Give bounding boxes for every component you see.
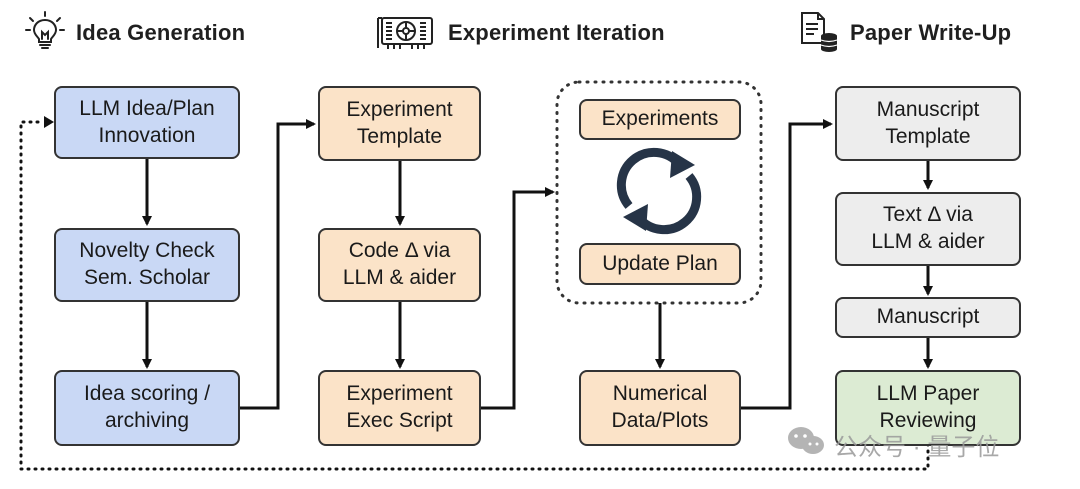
node-text-delta: Text Δ via LLM & aider (835, 192, 1021, 266)
node-manuscript-template: Manuscript Template (835, 86, 1021, 161)
node-experiment-template: Experiment Template (318, 86, 481, 161)
node-llm-paper-reviewing: LLM Paper Reviewing (835, 370, 1021, 446)
header-title-experiment: Experiment Iteration (448, 20, 665, 45)
node-novelty-check: Novelty Check Sem. Scholar (54, 228, 240, 302)
arrow-numerical-to-manuscript (741, 119, 833, 410)
node-code-delta: Code Δ via LLM & aider (318, 228, 481, 302)
node-experiments: Experiments (579, 99, 741, 140)
feedback-dotted-loop (19, 120, 930, 471)
arrow-exec-to-loop (481, 187, 555, 410)
document-database-icon (796, 9, 840, 58)
node-idea-scoring: Idea scoring / archiving (54, 370, 240, 446)
header-title-paper: Paper Write-Up (850, 20, 1012, 45)
refresh-cycle-icon (616, 147, 702, 235)
wechat-icon (786, 425, 826, 464)
experiment-loop-container (555, 80, 763, 305)
watermark: 公众号 · 量子位 (786, 425, 999, 464)
lightbulb-icon (24, 10, 66, 57)
header-idea-generation: Idea Generation (24, 10, 246, 57)
watermark-text: 公众号 · 量子位 (834, 434, 1000, 461)
header-experiment-iteration: Experiment Iteration (374, 12, 665, 54)
header-paper-write-up: Paper Write-Up (796, 11, 1012, 54)
feedback-arrowhead (44, 116, 54, 128)
gpu-card-icon (374, 10, 438, 57)
node-experiment-exec-script: Experiment Exec Script (318, 370, 481, 446)
node-manuscript: Manuscript (835, 297, 1021, 338)
node-llm-idea-plan: LLM Idea/Plan Innovation (54, 86, 240, 159)
arrow-scoring-to-template (240, 119, 316, 410)
node-update-plan: Update Plan (579, 243, 741, 285)
node-numerical-data-plots: Numerical Data/Plots (579, 370, 741, 446)
header-title-idea: Idea Generation (76, 20, 246, 45)
